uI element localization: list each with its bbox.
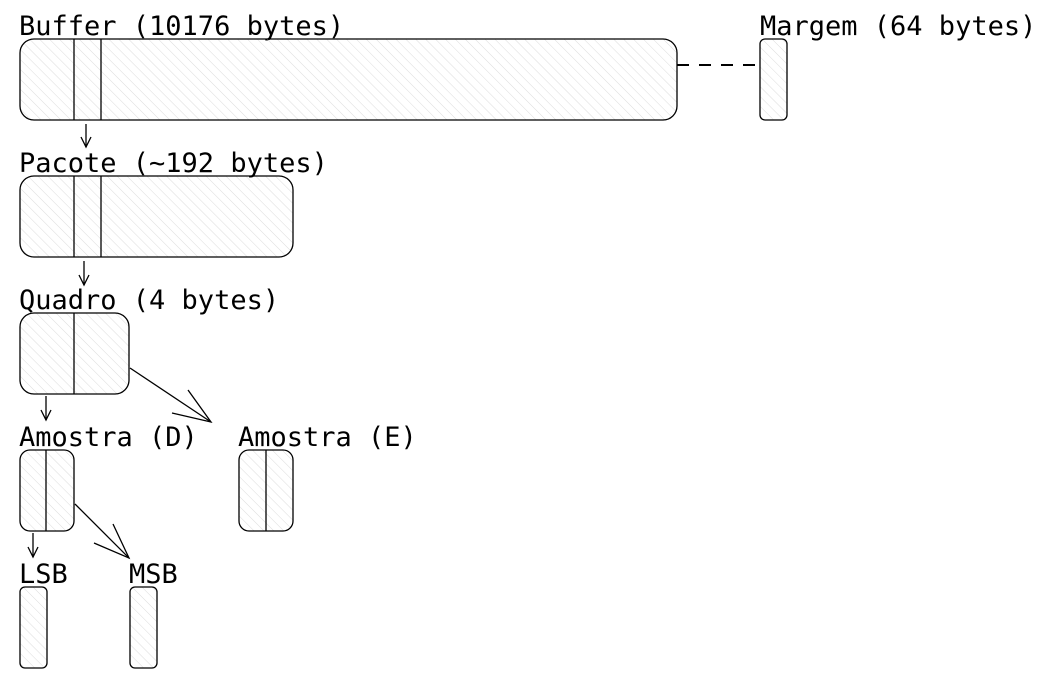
amostra-e-label: Amostra (E) [238,422,417,453]
pacote-box [19,175,294,258]
arrow-amostra-d-to-lsb [27,533,39,559]
msb-box [129,586,158,669]
quadro-label: Quadro (4 bytes) [19,285,279,316]
arrow-pacote-to-quadro [78,261,90,287]
arrow-quadro-to-amostra-d [40,396,52,422]
lsb-label: LSB [19,559,68,590]
pacote-label: Pacote (~192 bytes) [19,148,328,179]
arrow-quadro-to-amostra-e [129,367,213,424]
amostra-d-box [19,449,75,532]
arrow-amostra-d-to-msb [74,503,131,560]
buffer-box [19,38,678,121]
amostra-d-label: Amostra (D) [19,422,198,453]
buffer-label: Buffer (10176 bytes) [19,11,344,42]
margem-box [759,38,788,121]
arrow-buffer-to-pacote [80,124,92,149]
lsb-box [19,586,48,669]
margem-label: Margem (64 bytes) [760,11,1036,42]
msb-label: MSB [129,559,178,590]
